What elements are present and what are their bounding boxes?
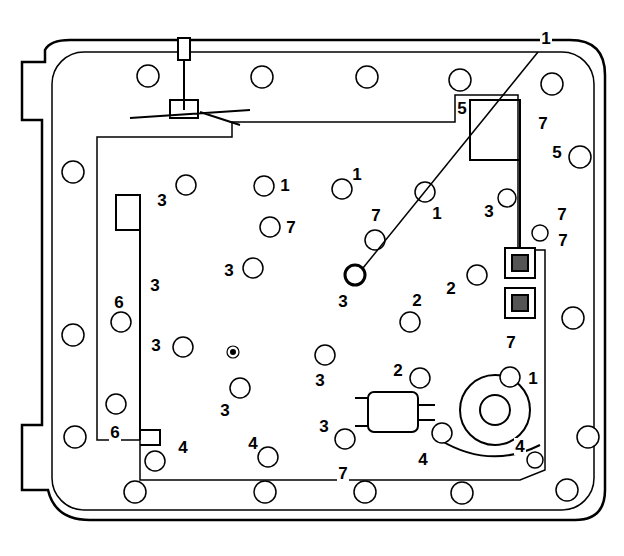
callout-number: 7: [557, 232, 568, 249]
callout-number: 5: [456, 100, 467, 117]
callout-number: 3: [337, 293, 348, 310]
callout-number: 4: [514, 438, 525, 455]
callout-number: 2: [411, 292, 422, 309]
callout-number: 3: [223, 262, 234, 279]
callout-number: 7: [505, 334, 516, 351]
callout-number: 3: [483, 203, 494, 220]
callout-number: 3: [149, 277, 160, 294]
callout-number: 3: [318, 418, 329, 435]
callout-number: 7: [370, 207, 381, 224]
callout-number: 7: [285, 219, 296, 236]
callout-number: 7: [556, 206, 567, 223]
callout-number: 3: [219, 402, 230, 419]
callout-number: 4: [177, 439, 188, 456]
callout-number: 7: [537, 115, 548, 132]
callout-number: 4: [247, 435, 258, 452]
callout-number: 6: [109, 424, 120, 441]
callout-number: 7: [337, 465, 348, 482]
callout-number: 3: [150, 337, 161, 354]
callout-number: 1: [540, 30, 551, 47]
callout-number: 1: [431, 205, 442, 222]
callout-number: 1: [351, 166, 362, 183]
callout-number: 6: [113, 294, 124, 311]
callout-number: 4: [417, 451, 428, 468]
callout-number: 1: [527, 370, 538, 387]
callout-number: 2: [445, 280, 456, 297]
callout-number: 3: [156, 192, 167, 209]
callout-number: 1: [279, 177, 290, 194]
callout-number: 3: [314, 372, 325, 389]
callout-number: 5: [551, 144, 562, 161]
callout-number: 2: [392, 362, 403, 379]
